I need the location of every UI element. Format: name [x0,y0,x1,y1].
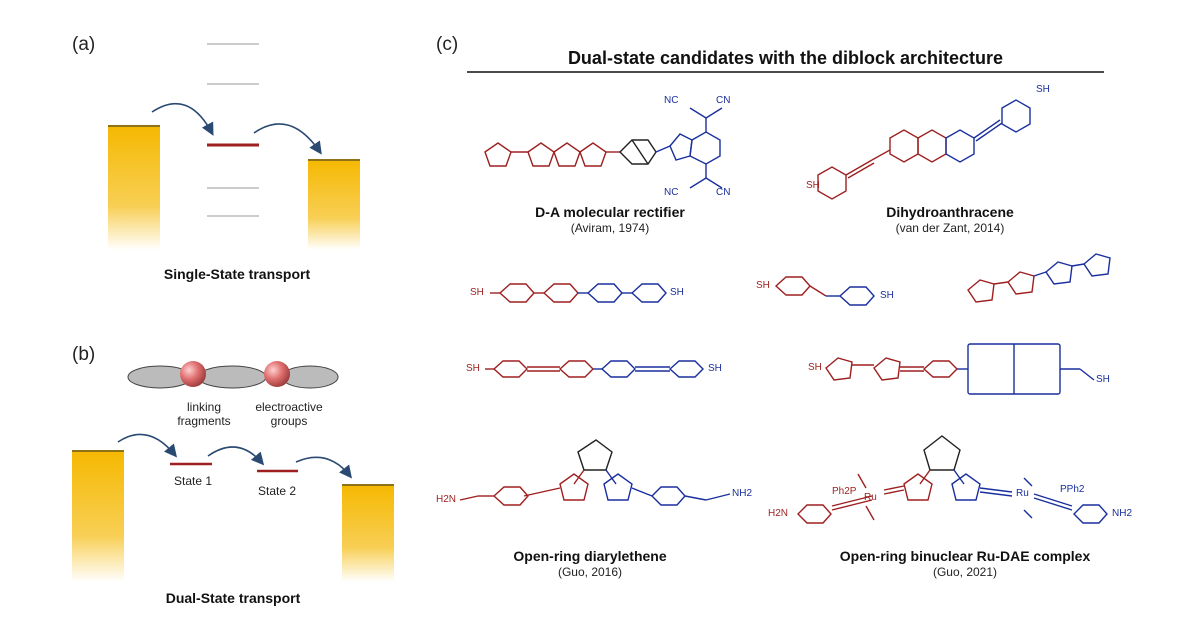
atom-ru-left: Ru [864,492,877,503]
atom-sh-stilbene-right: SH [880,290,894,301]
state1-label: State 1 [173,474,213,488]
tunnel-arrow-a2 [253,123,322,155]
atom-sh-ndi-right: SH [1096,374,1110,385]
molecule-name-4: Open-ring binuclear Ru-DAE complex [839,548,1091,564]
atom-sh-dha-right: SH [1036,84,1050,95]
atom-nh2-dae: NH2 [732,488,753,499]
atom-sh-bp-left: SH [470,287,484,298]
atom-ru-right: Ru [1016,488,1029,499]
panel-a-label: (a) [72,34,96,55]
grey-levels-a [207,43,259,217]
diblock-schematic [127,361,339,389]
bithiophene-ndi-structure [825,343,1095,395]
atom-h2n-ru: H2N [768,508,789,519]
atom-sh-bp-right: SH [670,287,684,298]
atom-sh-stilbene-left: SH [756,280,770,291]
left-electrode-a [108,125,160,250]
molecule-name-1: D-A molecular rectifier [535,204,685,220]
dihydroanthracene-structure [817,99,1031,200]
molecule-ref-3: (Guo, 2016) [557,565,623,579]
panel-c-title: Dual-state candidates with the diblock a… [567,48,1004,68]
electroactive-group-1 [180,361,206,387]
atom-cn-2: CN [716,187,731,198]
tunnel-arrow-a1 [151,103,214,136]
atom-h2n-dae: H2N [436,494,457,505]
molecule-ref-4: (Guo, 2021) [932,565,998,579]
atom-pph2-right: PPh2 [1060,484,1085,495]
molecule-ref-1: (Aviram, 1974) [570,221,650,235]
atom-nc-2: NC [664,187,679,198]
tunnel-arrow-b2 [207,446,265,466]
atom-sh-ope-right: SH [708,363,722,374]
ope-structure [485,360,704,378]
atom-sh-ope-left: SH [466,363,480,374]
atom-sh-ndi-left: SH [808,362,822,373]
electroactive-group-2 [264,361,290,387]
dual-state-caption: Dual-State transport [165,590,301,606]
molecule-name-3: Open-ring diarylethene [513,548,667,564]
atom-sh-dha-left: SH [806,180,820,191]
panel-c-label: (c) [436,34,459,55]
electroactive-groups-label: electroactive groups [255,400,323,428]
ru-dae-structure [797,435,1108,524]
right-electrode-a [308,159,360,250]
left-electrode-b [72,450,124,582]
panel-b-label: (b) [72,344,96,365]
atom-cn-1: CN [716,95,731,106]
molecule-name-2: Dihydroanthracene [886,204,1014,220]
molecule-ref-2: (van der Zant, 2014) [895,221,1005,235]
single-state-caption: Single-State transport [163,266,311,282]
atom-nc-1: NC [664,95,679,106]
tunnel-arrow-b3 [295,456,352,479]
atom-nh2-ru: NH2 [1112,508,1133,519]
stilbene-structure [774,276,875,306]
right-electrode-b [342,484,394,582]
tunnel-arrow-b1 [117,433,178,458]
diarylethene-structure [459,439,731,506]
biphenyl-bipyrimidine-structure [490,283,667,303]
state2-label: State 2 [257,484,297,498]
atom-ph2p-left: Ph2P [832,486,857,497]
linking-fragments-label: linking fragments [177,400,231,428]
thiophene-thiazole-structure [967,253,1111,303]
da-rectifier-structure [484,107,723,189]
